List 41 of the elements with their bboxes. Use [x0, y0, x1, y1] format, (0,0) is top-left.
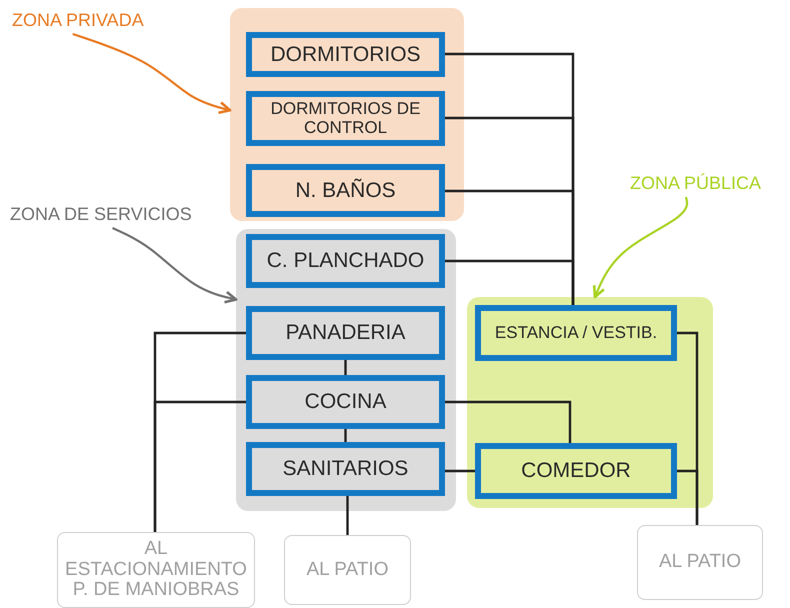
- connector-line: [344, 429, 347, 442]
- connector-line: [445, 400, 572, 443]
- arrow: [592, 196, 688, 298]
- zone-panel: [236, 229, 456, 511]
- destination-box: [57, 532, 255, 608]
- connector-line: [346, 496, 349, 535]
- room-box: [475, 443, 677, 499]
- room-box: [246, 442, 445, 496]
- zone-panel: [230, 8, 464, 221]
- room-box: [475, 305, 677, 361]
- arrow: [112, 227, 238, 304]
- room-label: AL ESTACIONAMIENTO P. DE MANIOBRAS: [64, 538, 248, 602]
- room-box: [246, 164, 445, 217]
- room-label: SANITARIOS: [282, 457, 408, 481]
- room-label: AL PATIO: [306, 560, 388, 580]
- room-label: N. BAÑOS: [295, 178, 396, 202]
- room-label: ESTANCIA / VESTIB.: [494, 324, 658, 342]
- room-box: [246, 234, 445, 288]
- connector-line: [445, 260, 574, 305]
- room-label: DORMITORIOS: [270, 42, 421, 66]
- connector-line: [677, 470, 698, 525]
- destination-box: [637, 525, 763, 600]
- room-box: [246, 306, 445, 360]
- connector-line: [344, 360, 347, 375]
- zone-label: ZONA PÚBLICA: [630, 174, 762, 194]
- zone-label: ZONA PRIVADA: [12, 11, 144, 31]
- destination-box: [284, 535, 411, 605]
- room-label: AL PATIO: [658, 552, 741, 573]
- zone-panel: [467, 297, 713, 508]
- room-label: C. PLANCHADO: [266, 249, 424, 273]
- room-label: COCINA: [304, 390, 386, 414]
- arrow: [72, 32, 232, 114]
- room-box: [246, 375, 445, 429]
- connector-line: [445, 470, 475, 472]
- room-label: DORMITORIOS DE CONTROL: [270, 100, 422, 138]
- zone-label: ZONA DE SERVICIOS: [10, 205, 192, 225]
- room-label: PANADERIA: [286, 321, 406, 345]
- room-box: [246, 32, 445, 77]
- connector-line: [154, 400, 246, 532]
- room-box: [246, 91, 445, 146]
- room-label: COMEDOR: [521, 459, 631, 483]
